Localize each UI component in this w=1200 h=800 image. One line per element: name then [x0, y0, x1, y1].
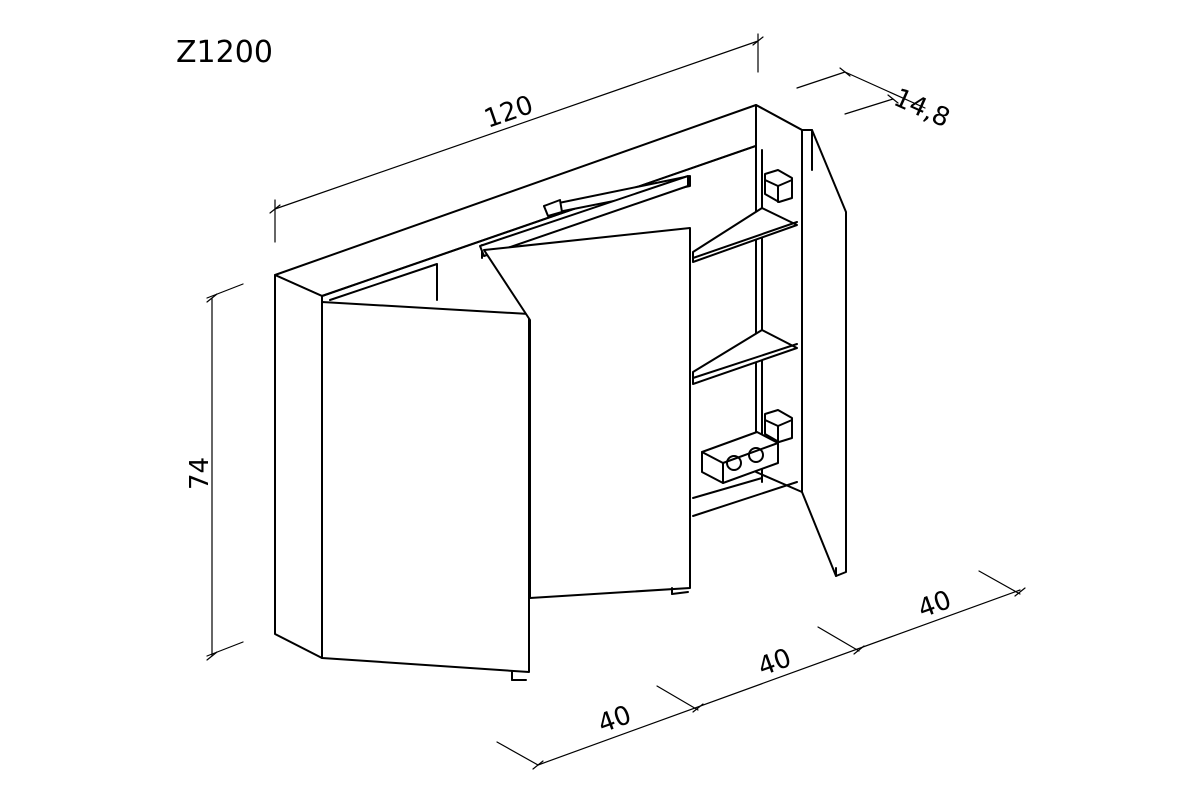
switch-icon: [748, 447, 764, 463]
cabinet-body: [274, 104, 803, 517]
light-bar: [479, 175, 691, 257]
model-title: Z1200: [176, 35, 273, 70]
height-dimension: 74: [185, 283, 244, 661]
height-label: 74: [185, 457, 215, 490]
door-3-width-label: 40: [914, 585, 955, 625]
door-width-dimensions: 40 40 40: [496, 570, 1026, 770]
socket-box: [701, 431, 779, 484]
door-2-width-label: 40: [754, 643, 795, 683]
left-side-panel: [274, 274, 323, 659]
shelf-brackets: [764, 169, 793, 443]
depth-dimension: 14,8: [796, 67, 954, 134]
socket-icon: [726, 455, 742, 471]
right-door: [801, 129, 847, 577]
door-1-width-label: 40: [594, 700, 635, 740]
width-label: 120: [481, 90, 538, 135]
depth-label: 14,8: [889, 83, 954, 134]
glass-shelves: [692, 207, 798, 385]
left-door: [321, 301, 530, 673]
middle-door: [483, 227, 691, 599]
